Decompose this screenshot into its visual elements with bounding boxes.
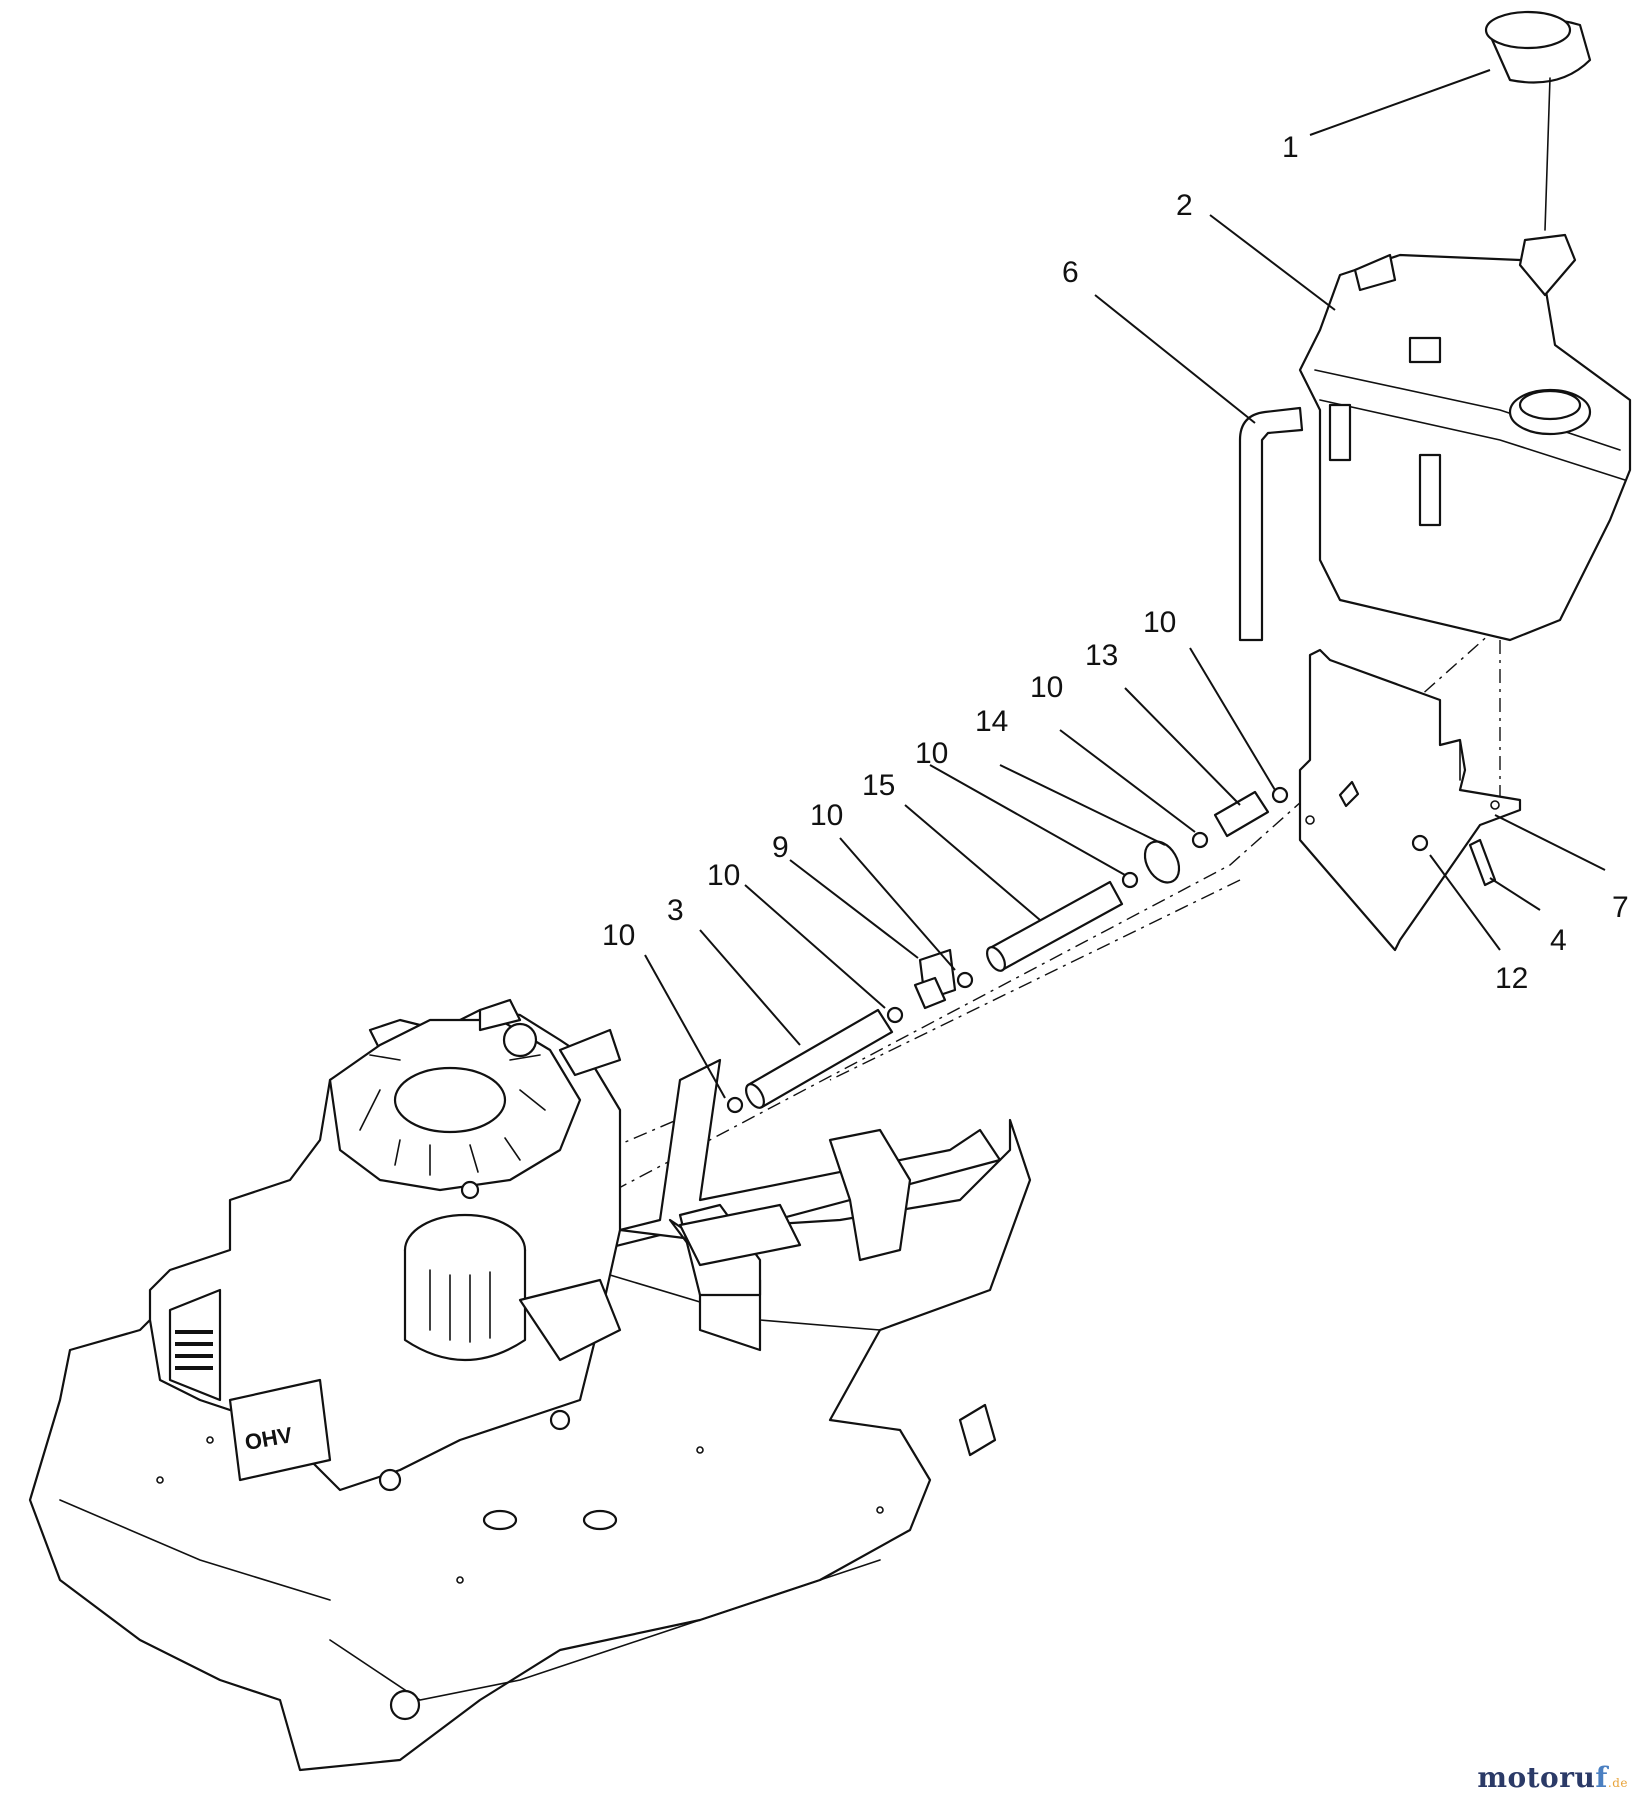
callout-13: 13 (1085, 639, 1118, 672)
fitting-12 (1411, 834, 1429, 852)
tank-bracket (1298, 648, 1522, 952)
callout-9: 9 (772, 831, 789, 864)
callout-7: 7 (1612, 891, 1629, 924)
clamp (726, 1096, 744, 1114)
fuel-filter (1143, 840, 1181, 884)
fuel-hose-3 (746, 1008, 894, 1109)
clamp (1121, 871, 1139, 889)
callout-10: 10 (915, 737, 948, 770)
callout-14: 14 (975, 705, 1008, 738)
callout-4: 4 (1550, 924, 1567, 957)
callout-10: 10 (707, 859, 740, 892)
clamp (1271, 786, 1289, 804)
screw-4 (1468, 838, 1497, 887)
watermark-brand: motoru (1477, 1761, 1596, 1794)
callout-12: 12 (1495, 962, 1528, 995)
handle-frame (618, 1058, 1002, 1352)
callout-6: 6 (1062, 256, 1079, 289)
callout-1: 1 (1282, 131, 1299, 164)
motoruf-watermark: motoruf.de (1477, 1761, 1628, 1794)
callout-10: 10 (602, 919, 635, 952)
clamp (1191, 831, 1209, 849)
leader-lines (644, 69, 1606, 1099)
watermark-brand-f: f (1595, 1761, 1608, 1794)
fuel-line-assembly (726, 786, 1497, 1114)
mower-deck (28, 1118, 1032, 1772)
callout-10: 10 (1143, 606, 1176, 639)
fuel-cap (1484, 10, 1592, 297)
vent-hose (1238, 406, 1304, 642)
engine: OHV (148, 998, 622, 1492)
clamp (956, 971, 974, 989)
callout-3: 3 (667, 894, 684, 927)
callout-10: 10 (810, 799, 843, 832)
clamp (886, 1006, 904, 1024)
fuel-hose-13 (1213, 790, 1270, 838)
callout-15: 15 (862, 769, 895, 802)
callout-2: 2 (1176, 189, 1193, 222)
watermark-tld: .de (1607, 1776, 1628, 1790)
callout-10: 10 (1030, 671, 1063, 704)
fuel-tank (1298, 253, 1632, 642)
callouts: 1 2 6 10 13 10 14 10 15 10 9 10 3 10 7 4… (602, 131, 1629, 995)
